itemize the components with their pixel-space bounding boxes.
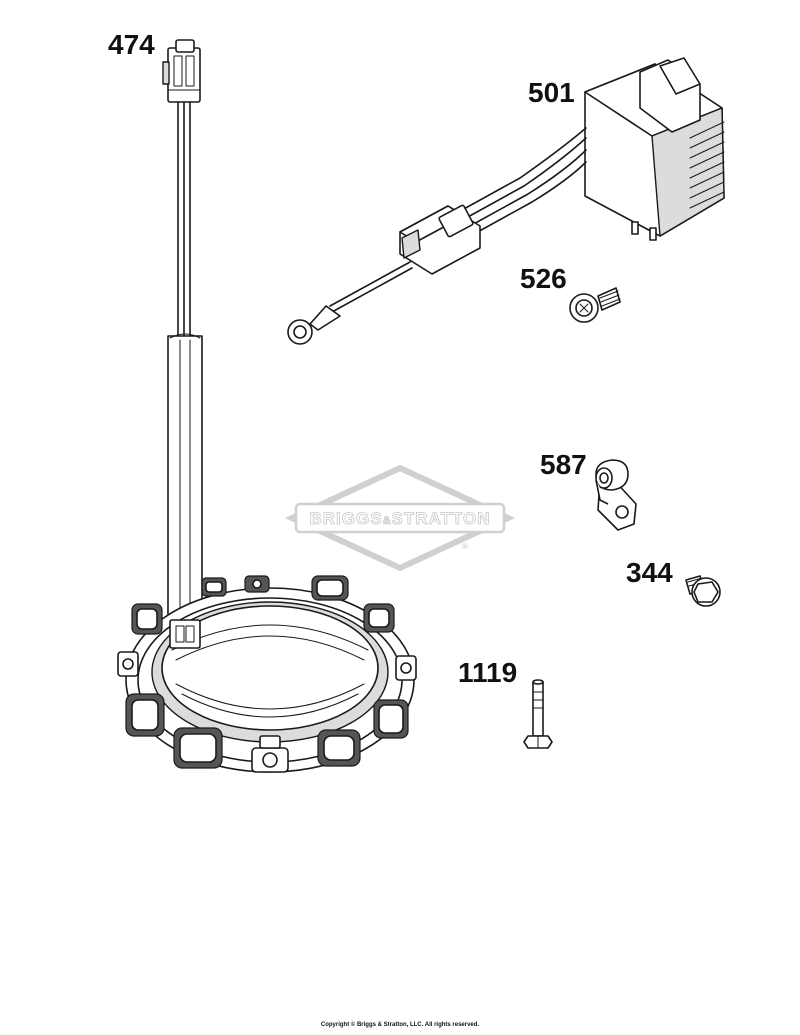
stator-coil bbox=[201, 577, 227, 597]
stator-coil bbox=[395, 655, 417, 681]
harness-wires bbox=[177, 101, 191, 339]
stator-coil bbox=[317, 729, 361, 767]
wire-clip-part bbox=[595, 459, 637, 531]
svg-text:BRIGGS&STRATTON: BRIGGS&STRATTON bbox=[310, 509, 491, 528]
stator-coil bbox=[173, 727, 223, 769]
stator-coil bbox=[373, 699, 409, 739]
harness-sleeve bbox=[167, 333, 203, 627]
harness-plug bbox=[162, 39, 201, 103]
part-number-526: 526 bbox=[520, 263, 567, 294]
watermark-ampersand: & bbox=[383, 515, 392, 527]
regulator-screw-part bbox=[569, 287, 621, 323]
part-number-474: 474 bbox=[108, 29, 155, 60]
stator-coil bbox=[311, 575, 349, 601]
stator-coil bbox=[251, 735, 289, 773]
part-number-344: 344 bbox=[626, 557, 673, 588]
ground-wire bbox=[287, 261, 413, 345]
stator-coil bbox=[125, 693, 165, 737]
watermark-trademark: ® bbox=[462, 542, 468, 551]
regulator-part bbox=[287, 57, 725, 345]
clip-screw-part bbox=[685, 575, 721, 607]
part-number-587: 587 bbox=[540, 449, 587, 480]
part-number-501: 501 bbox=[528, 77, 575, 108]
stator-bolt-part bbox=[523, 679, 553, 749]
briggs-stratton-watermark: BRIGGS&STRATTON ® bbox=[284, 464, 516, 572]
stator-coil bbox=[117, 651, 139, 677]
stator-coil bbox=[363, 603, 395, 633]
part-number-1119: 1119 bbox=[458, 657, 517, 688]
stator-coil bbox=[131, 603, 163, 635]
stator-coil bbox=[244, 575, 270, 593]
stator-harness-part bbox=[117, 39, 417, 773]
copyright-footer: Copyright © Briggs & Stratton, LLC. All … bbox=[320, 1022, 480, 1028]
stator-coils bbox=[117, 575, 417, 773]
harness-entry bbox=[169, 619, 201, 649]
regulator-wires bbox=[461, 127, 587, 235]
regulator-connector bbox=[399, 204, 481, 275]
watermark-brand-right: STRATTON bbox=[392, 509, 491, 528]
watermark-brand-left: BRIGGS bbox=[310, 509, 383, 528]
regulator-fins bbox=[689, 121, 725, 209]
